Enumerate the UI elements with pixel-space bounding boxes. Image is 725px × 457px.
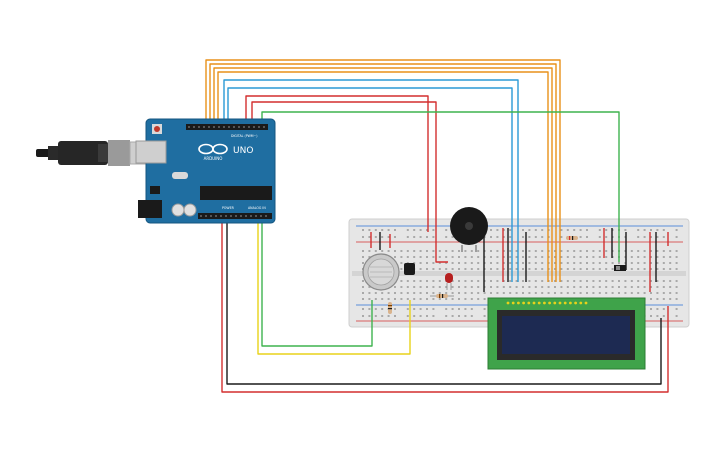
digital-header-label: DIGITAL (PWM~)	[231, 134, 257, 138]
arduino-logo-icon	[198, 143, 228, 155]
resistor-icon[interactable]	[388, 302, 392, 314]
lcd-16x2-icon[interactable]	[487, 297, 646, 370]
wire-yellow-a0	[257, 220, 411, 355]
resistor-icon[interactable]	[566, 236, 578, 240]
arduino-brand-label: ARDUINO	[204, 156, 223, 161]
wire-orange-1	[205, 59, 561, 282]
gas-sensor-icon[interactable]	[362, 253, 400, 291]
wire-blue-1	[223, 79, 519, 282]
wire-red-5v	[221, 220, 669, 393]
wire-green-a1	[261, 220, 373, 347]
piezo-buzzer-icon[interactable]	[450, 207, 488, 252]
arduino-model-label: UNO	[233, 146, 253, 156]
lcd-screen	[502, 316, 630, 354]
wire-black-gnd	[226, 220, 662, 385]
wires-bottom	[221, 220, 669, 393]
slide-switch-icon[interactable]	[614, 265, 626, 271]
analog-header-label: ANALOG IN	[248, 206, 266, 210]
transistor-icon[interactable]	[404, 263, 415, 275]
wire-orange-4	[217, 71, 549, 282]
resistor-icon[interactable]	[430, 294, 454, 298]
wire-orange-2	[209, 63, 557, 282]
wire-red-2	[251, 101, 448, 263]
power-header-label: POWER	[222, 206, 235, 210]
led-icon[interactable]	[445, 273, 453, 290]
wire-blue-2	[227, 87, 513, 282]
wire-orange-3	[213, 67, 553, 282]
wire-red-1	[245, 95, 429, 232]
arduino-uno-board-icon[interactable]: ARDUINO UNO DIGITAL (PWM~) POWER ANALOG …	[135, 118, 276, 224]
wires-breadboard	[370, 228, 669, 326]
